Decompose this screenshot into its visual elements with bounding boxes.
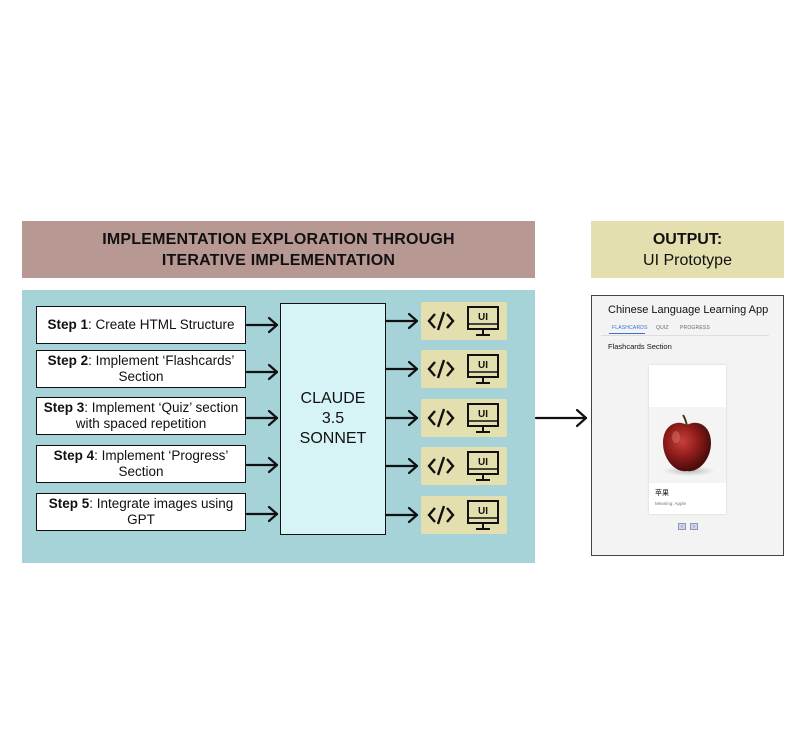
model-line1: CLAUDE: [300, 390, 366, 407]
step-2-label: Step 2: [47, 353, 89, 368]
step-box-3: Step 3: Implement ‘Quiz’ section with sp…: [36, 397, 246, 435]
step-1-text: : Create HTML Structure: [87, 317, 235, 332]
arrow-step3-to-model: [245, 409, 279, 427]
ui-output-icon-1: UI: [421, 302, 507, 340]
right-header: OUTPUT: UI Prototype: [591, 221, 784, 278]
flashcard-image: [649, 407, 726, 483]
tab-divider: [601, 335, 769, 336]
arrow-model-to-ui-1: [384, 312, 419, 330]
arrow-step4-to-model: [245, 456, 279, 474]
arrow-to-output: [534, 408, 588, 428]
active-tab-underline: [609, 333, 645, 334]
code-ui-icon: UI: [427, 500, 499, 530]
step-4-label: Step 4: [53, 448, 95, 463]
right-header-line1: OUTPUT:: [652, 230, 723, 248]
code-ui-icon: UI: [427, 451, 499, 481]
prototype-app-title: Chinese Language Learning App: [608, 304, 769, 316]
arrow-step1-to-model: [245, 316, 279, 334]
arrow-model-to-ui-3: [384, 409, 419, 427]
left-header-line2: ITERATIVE IMPLEMENTATION: [161, 251, 396, 269]
model-box: CLAUDE 3.5 SONNET: [280, 303, 386, 535]
code-ui-icon: UI: [427, 306, 499, 336]
tab-progress[interactable]: PROGRESS: [680, 325, 710, 331]
step-5-text: : Integrate images using GPT: [89, 496, 234, 527]
arrow-step5-to-model: [245, 505, 279, 523]
arrow-step2-to-model: [245, 363, 279, 381]
step-box-5: Step 5: Integrate images using GPT: [36, 493, 246, 531]
model-line3: SONNET: [299, 430, 367, 447]
section-title: Flashcards Section: [608, 342, 672, 351]
step-3-label: Step 3: [43, 400, 85, 415]
next-card-button[interactable]: ›: [690, 523, 698, 530]
code-ui-icon: UI: [427, 354, 499, 384]
flashcard-word: 苹果: [655, 490, 669, 497]
step-5-label: Step 5: [48, 496, 90, 511]
ui-output-icon-3: UI: [421, 399, 507, 437]
ui-output-icon-4: UI: [421, 447, 507, 485]
ui-icon-label: UI: [478, 506, 488, 517]
ui-icon-label: UI: [478, 360, 488, 371]
ui-icon-label: UI: [478, 409, 488, 420]
step-3-text: : Implement ‘Quiz’ section with spaced r…: [75, 400, 239, 431]
step-box-1: Step 1: Create HTML Structure: [36, 306, 246, 344]
left-header-line1: IMPLEMENTATION EXPLORATION THROUGH: [102, 230, 455, 248]
model-line2: 3.5: [321, 410, 345, 427]
step-4-text: : Implement ‘Progress’ Section: [94, 448, 229, 479]
right-header-line2: UI Prototype: [643, 251, 732, 269]
step-2-text: : Implement ‘Flashcards’ Section: [88, 353, 235, 384]
code-ui-icon: UI: [427, 403, 499, 433]
tab-flashcards[interactable]: FLASHCARDS: [612, 325, 648, 331]
arrow-model-to-ui-4: [384, 457, 419, 475]
flashcard-meaning: Meaning: Apple: [655, 501, 687, 506]
step-1-label: Step 1: [47, 317, 88, 332]
step-box-2: Step 2: Implement ‘Flashcards’ Section: [36, 350, 246, 388]
left-header: IMPLEMENTATION EXPLORATION THROUGH ITERA…: [22, 221, 535, 278]
prev-card-button[interactable]: ‹: [678, 523, 686, 530]
ui-icon-label: UI: [478, 312, 488, 323]
arrow-model-to-ui-2: [384, 360, 419, 378]
step-box-4: Step 4: Implement ‘Progress’ Section: [36, 445, 246, 483]
apple-icon: [663, 414, 715, 476]
ui-output-icon-5: UI: [421, 496, 507, 534]
arrow-model-to-ui-5: [384, 506, 419, 524]
ui-icon-label: UI: [478, 457, 488, 468]
tab-quiz[interactable]: QUIZ: [656, 325, 669, 331]
ui-output-icon-2: UI: [421, 350, 507, 388]
